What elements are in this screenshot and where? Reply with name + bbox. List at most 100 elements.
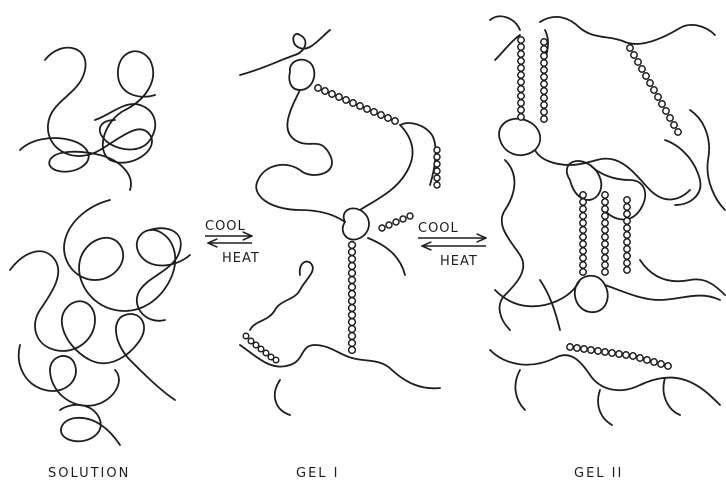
gel2-helix-col-3	[580, 192, 586, 275]
gel1-loop-top	[289, 60, 314, 90]
helix-bead	[616, 351, 622, 357]
gel2-chain-upper-loop	[499, 119, 540, 156]
helix-bead	[329, 91, 335, 97]
helix-bead	[243, 333, 249, 339]
gel1-chain-right	[360, 125, 413, 210]
helix-bead	[518, 114, 524, 120]
helix-bead	[580, 248, 586, 254]
solution-coil-lower-d	[60, 405, 120, 445]
helix-bead	[518, 93, 524, 99]
helix-bead	[602, 192, 608, 198]
gel2-chain-mid-left	[535, 150, 690, 199]
gel2-chain-lower-right	[605, 260, 725, 300]
helix-bead	[392, 118, 398, 124]
helix-bead	[667, 115, 673, 121]
gel1-helix-top	[315, 85, 398, 124]
solution-coil-lower-a	[64, 200, 190, 311]
gel2-helix-col-1	[518, 37, 524, 120]
helix-bead	[541, 102, 547, 108]
gel2-chain-bottom-tails	[515, 370, 680, 425]
helix-bead	[630, 353, 636, 359]
helix-bead	[518, 100, 524, 106]
helix-bead	[580, 234, 586, 240]
helix-bead	[602, 262, 608, 268]
helix-bead	[624, 239, 630, 245]
helix-bead	[349, 326, 356, 333]
helix-bead	[631, 52, 637, 58]
gel2-panel: GEL II	[490, 16, 725, 481]
helix-bead	[434, 175, 440, 181]
helix-bead	[541, 39, 547, 45]
helix-bead	[580, 220, 586, 226]
arrow1-heat-label: HEAT	[222, 251, 260, 266]
helix-bead	[364, 106, 370, 112]
helix-bead	[407, 213, 413, 219]
helix-bead	[434, 182, 440, 188]
helix-bead	[595, 348, 601, 354]
helix-bead	[637, 355, 643, 361]
helix-bead	[643, 73, 649, 79]
helix-bead	[541, 116, 547, 122]
helix-bead	[602, 199, 608, 205]
gel1-helix-right-diag	[379, 213, 413, 231]
helix-bead	[602, 349, 608, 355]
helix-bead	[624, 204, 630, 210]
helix-bead	[273, 357, 279, 363]
helix-bead	[518, 79, 524, 85]
helix-bead	[580, 192, 586, 198]
helix-bead	[434, 168, 440, 174]
gel1-chain-middle	[256, 90, 345, 222]
helix-bead	[567, 344, 573, 350]
helix-bead	[350, 100, 356, 106]
helix-bead	[349, 270, 356, 277]
helix-bead	[602, 206, 608, 212]
helix-bead	[675, 129, 681, 135]
gel1-panel: GEL I	[240, 30, 440, 481]
helix-bead	[651, 87, 657, 93]
gel2-helix-col-4	[602, 192, 608, 275]
helix-bead	[518, 65, 524, 71]
helix-bead	[518, 107, 524, 113]
helix-bead	[624, 253, 630, 259]
gel2-chain-bottom	[490, 350, 720, 405]
helix-bead	[588, 347, 594, 353]
helix-bead	[253, 342, 259, 348]
helix-bead	[602, 269, 608, 275]
helix-bead	[639, 66, 645, 72]
helix-bead	[518, 58, 524, 64]
helix-bead	[258, 346, 264, 352]
helix-bead	[574, 345, 580, 351]
helix-bead	[349, 312, 356, 319]
helix-bead	[624, 211, 630, 217]
helix-bead	[602, 234, 608, 240]
helix-bead	[541, 95, 547, 101]
helix-bead	[651, 359, 657, 365]
helix-bead	[659, 101, 665, 107]
helix-bead	[635, 59, 641, 65]
helix-bead	[581, 346, 587, 352]
helix-bead	[349, 305, 356, 312]
helix-bead	[349, 277, 356, 284]
helix-bead	[580, 255, 586, 261]
helix-bead	[322, 88, 328, 94]
helix-bead	[580, 199, 586, 205]
helix-bead	[434, 161, 440, 167]
helix-bead	[379, 225, 385, 231]
helix-bead	[343, 97, 349, 103]
helix-bead	[541, 67, 547, 73]
helix-bead	[349, 333, 356, 340]
helix-bead	[393, 219, 399, 225]
helix-bead	[580, 213, 586, 219]
helix-bead	[624, 232, 630, 238]
helix-bead	[541, 53, 547, 59]
helix-bead	[385, 115, 391, 121]
helix-bead	[263, 350, 269, 356]
helix-bead	[580, 241, 586, 247]
helix-bead	[357, 103, 363, 109]
helix-bead	[580, 262, 586, 268]
helix-bead	[602, 241, 608, 247]
helix-bead	[518, 86, 524, 92]
gel1-chain-left-low	[250, 262, 313, 330]
